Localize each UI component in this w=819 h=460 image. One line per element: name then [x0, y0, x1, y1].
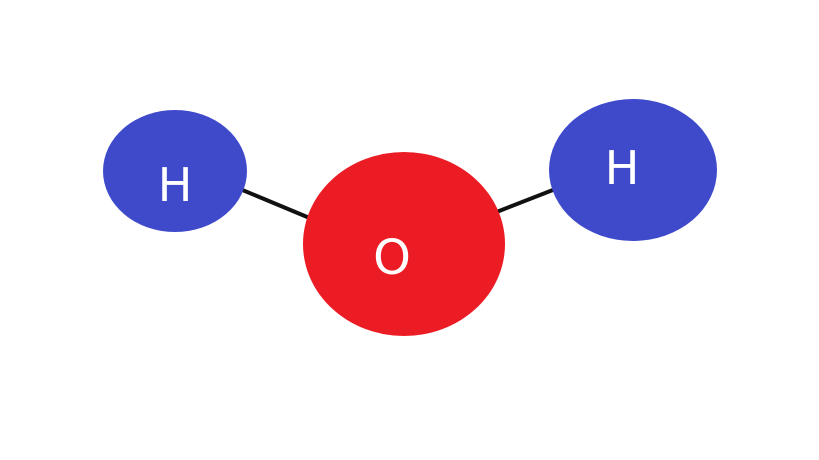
- atom-right-hydrogen: H: [549, 99, 717, 241]
- atom-left-hydrogen: H: [103, 110, 247, 232]
- bond-left-hydrogen-oxygen: [238, 187, 314, 221]
- left-hydrogen-circle: [103, 110, 247, 232]
- right-hydrogen-circle: [549, 99, 717, 241]
- right-hydrogen-label: H: [605, 141, 640, 195]
- oxygen-circle: [303, 152, 505, 336]
- bond-oxygen-right-hydrogen: [492, 186, 560, 215]
- atom-oxygen: O: [303, 152, 505, 336]
- oxygen-label: O: [373, 230, 411, 286]
- left-hydrogen-label: H: [158, 158, 193, 212]
